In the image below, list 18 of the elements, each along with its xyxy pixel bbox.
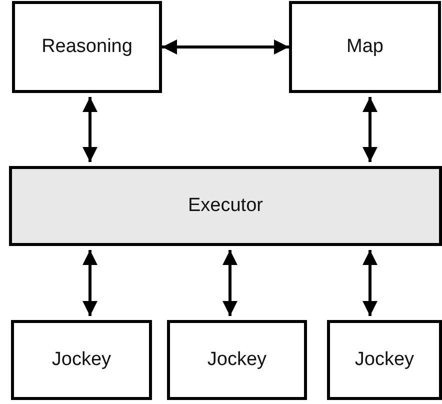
double-arrow <box>82 97 98 162</box>
double-arrow <box>362 97 378 162</box>
module-box <box>327 320 442 400</box>
box-label: Map <box>346 36 384 58</box>
module-box <box>11 320 152 400</box>
double-arrow <box>162 40 289 54</box>
box-label: Jockey <box>207 349 267 371</box>
box-label: Jockey <box>52 349 112 371</box>
module-box <box>289 1 441 93</box>
module-bar <box>9 166 442 246</box>
double-arrow <box>82 250 98 316</box>
box-label: Jockey <box>354 349 414 371</box>
module-box <box>12 1 162 93</box>
double-arrow <box>222 250 238 316</box>
double-arrow <box>362 250 378 316</box>
box-label: Executor <box>188 195 263 217</box>
box-label: Reasoning <box>42 36 132 58</box>
module-box <box>167 320 307 400</box>
